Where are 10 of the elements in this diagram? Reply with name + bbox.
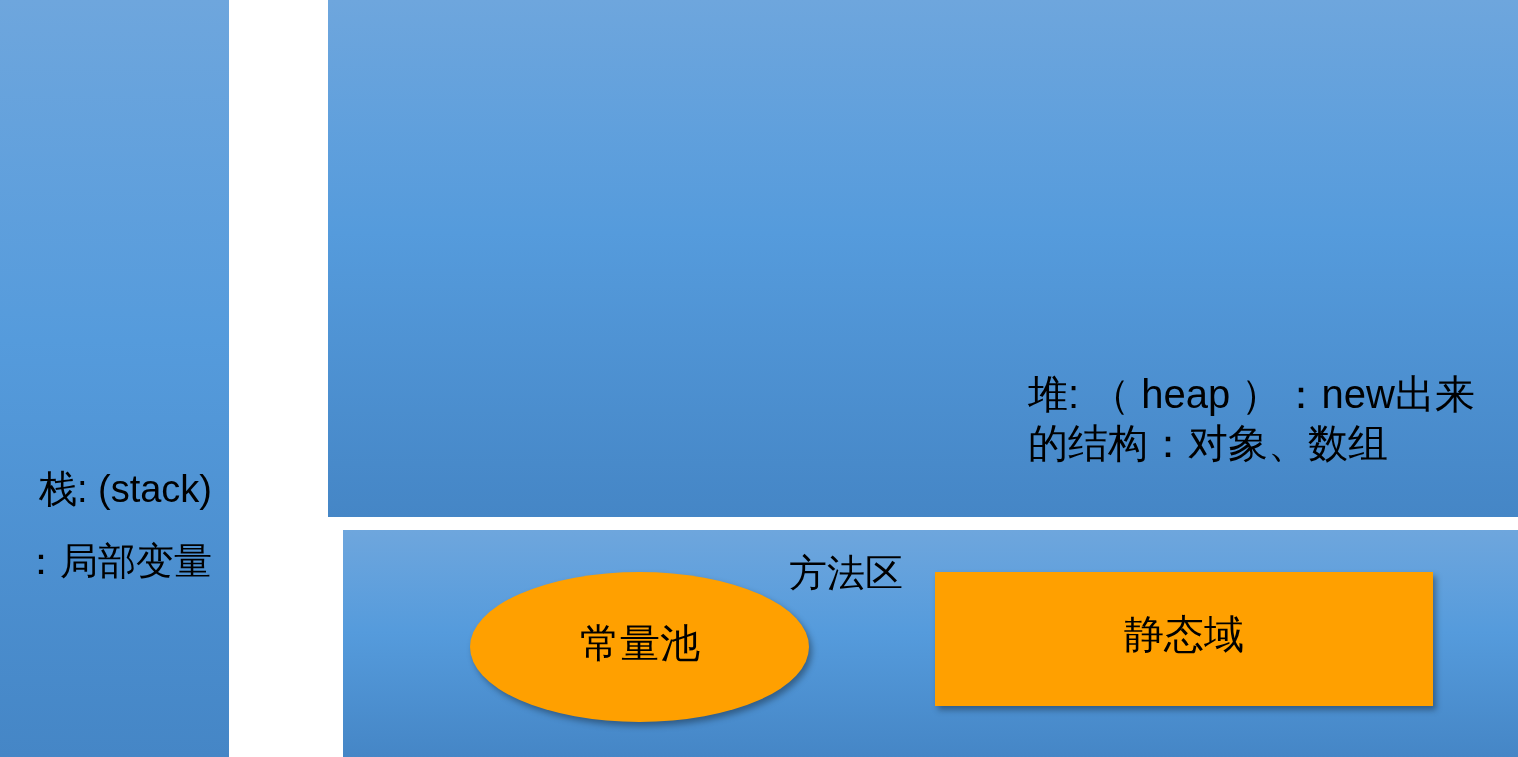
- heap-panel: [328, 0, 1518, 517]
- area-label: 常量池: [578, 620, 701, 667]
- method-area-panel: [343, 530, 1518, 757]
- region-label: 方法区: [789, 551, 904, 596]
- stack-panel: [0, 0, 229, 757]
- area-label: 静态域: [1123, 611, 1245, 658]
- region-description: ：局部变量: [21, 539, 212, 584]
- region-label: 堆: （ heap ）：new出来的结构：对象、数组: [1028, 371, 1476, 467]
- region-label: 栈: (stack): [37, 467, 212, 512]
- static-area-box: [935, 572, 1433, 706]
